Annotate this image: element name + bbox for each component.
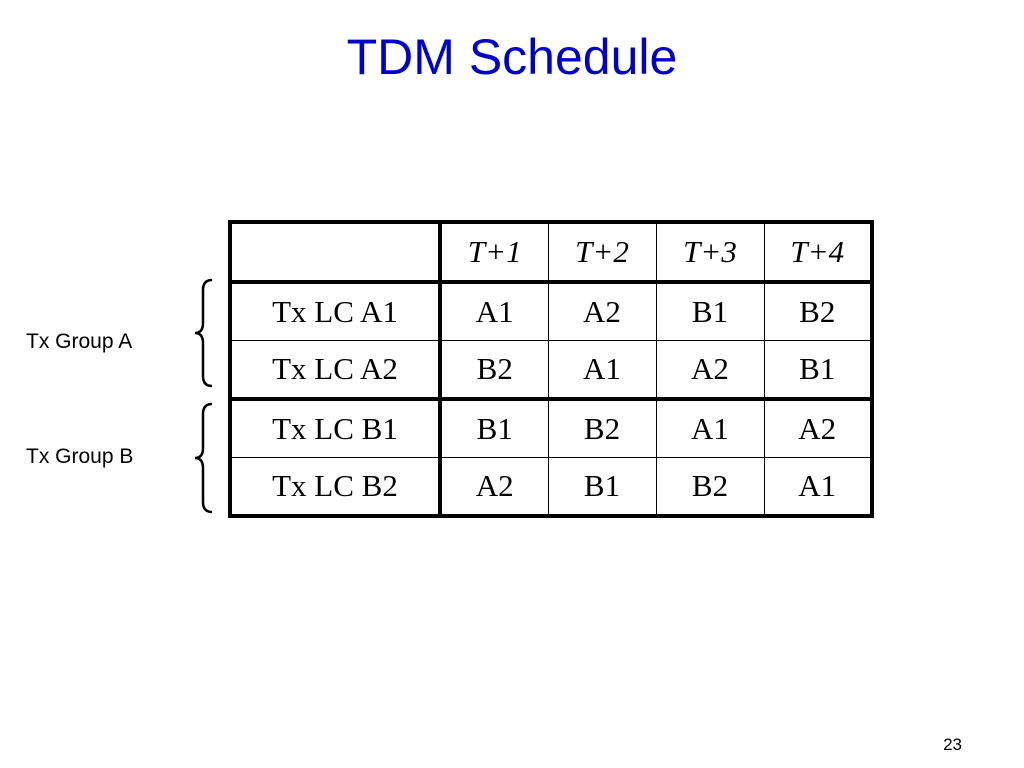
table-cell: B1 [439,397,549,458]
table-cell: B1 [547,457,657,517]
left-curly-brace-icon [194,278,213,388]
table-cell: A1 [439,281,549,341]
table-cell: A2 [655,340,765,400]
page-number: 23 [943,735,962,754]
row-label: Tx LC A2 [229,340,442,400]
row-label: Tx LC B2 [229,457,442,517]
table-corner-cell [229,221,442,284]
table-cell: B1 [763,340,873,400]
left-curly-brace-icon [194,402,213,514]
table-cell: A2 [547,281,657,341]
table-cell: B2 [439,340,549,400]
group-b-label: Tx Group B [26,445,134,468]
group-a-label: Tx Group A [26,330,133,353]
tdm-schedule-table: T+1 T+2 T+3 T+4 Tx LC A1 A1 A2 B1 B2 Tx … [228,220,874,518]
table-cell: B2 [547,397,657,458]
row-label: Tx LC A1 [229,281,442,341]
table-cell: A2 [439,457,549,517]
table-row: Tx LC A2 B2 A1 A2 B1 [229,340,873,400]
column-header-t4: T+4 [763,221,873,284]
table-row: Tx LC A1 A1 A2 B1 B2 [229,281,873,341]
slide-title: TDM Schedule [346,29,678,85]
table-row: Tx LC B2 A2 B1 B2 A1 [229,457,873,517]
row-label: Tx LC B1 [229,397,442,458]
column-header-t3: T+3 [655,221,765,284]
table-cell: B2 [655,457,765,517]
table-header-row: T+1 T+2 T+3 T+4 [229,221,873,284]
table-cell: A1 [763,457,873,517]
table-row: Tx LC B1 B1 B2 A1 A2 [229,397,873,458]
column-header-t2: T+2 [547,221,657,284]
table-cell: B2 [763,281,873,341]
table-cell: A2 [763,397,873,458]
column-header-t1: T+1 [439,221,549,284]
table-cell: A1 [655,397,765,458]
table-cell: A1 [547,340,657,400]
table-cell: B1 [655,281,765,341]
